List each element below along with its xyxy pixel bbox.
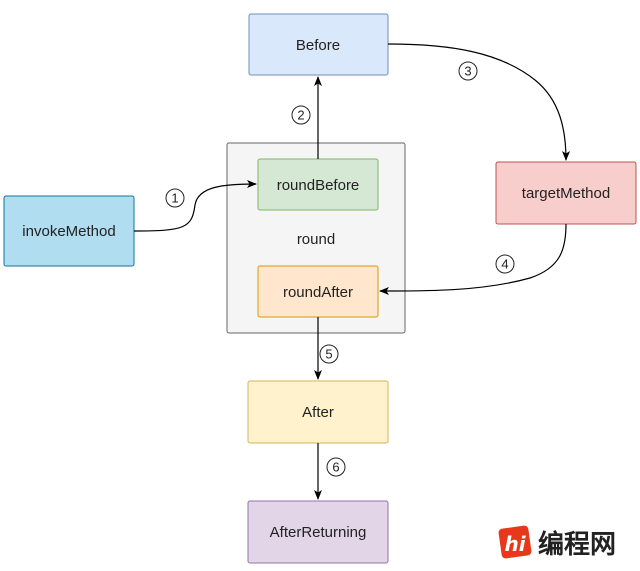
step-marker-6: 6 <box>326 457 346 477</box>
step-number-6: 6 <box>332 460 339 475</box>
step-number-5: 5 <box>325 347 332 362</box>
round-label: round <box>297 231 335 248</box>
watermark-logo-text: hi <box>504 532 526 556</box>
step-number-1: 1 <box>171 191 178 206</box>
step-marker-2: 2 <box>291 105 311 125</box>
step-number-2: 2 <box>297 108 304 123</box>
step-number-4: 4 <box>501 257 508 272</box>
target-method-label: targetMethod <box>522 185 610 202</box>
step-marker-4: 4 <box>495 254 515 274</box>
round-after-label: roundAfter <box>283 284 353 301</box>
after-label: After <box>302 404 334 421</box>
after-returning-node <box>247 500 389 564</box>
arrow-before-to-target <box>387 43 570 161</box>
step-marker-1: 1 <box>165 188 185 208</box>
watermark-logo-icon <box>498 525 532 559</box>
step-number-3: 3 <box>464 64 471 79</box>
round-before-label: roundBefore <box>277 177 360 194</box>
arrow-target-to-round-after <box>379 223 567 296</box>
invoke-method-label: invokeMethod <box>22 223 115 240</box>
step-marker-3: 3 <box>458 61 478 81</box>
after-returning-label: AfterReturning <box>270 524 367 541</box>
watermark: hi 编程网 <box>498 525 616 560</box>
step-marker-5: 5 <box>319 344 339 364</box>
before-label: Before <box>296 37 340 54</box>
arrow-invoke-to-round-before <box>133 180 257 232</box>
watermark-text: 编程网 <box>538 529 616 560</box>
